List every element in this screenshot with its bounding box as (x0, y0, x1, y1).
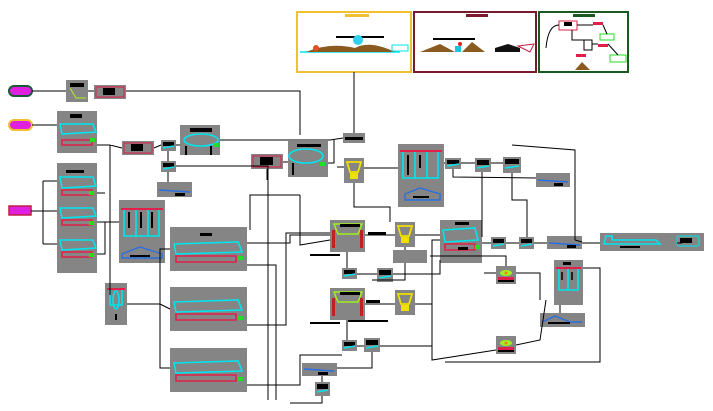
screen-green-1[interactable] (330, 220, 365, 252)
pump-2[interactable] (161, 161, 176, 172)
conveyor-1[interactable] (94, 85, 126, 99)
feed-3[interactable] (8, 205, 32, 216)
thickener-small-1[interactable] (157, 182, 192, 197)
pump-9[interactable] (377, 268, 393, 282)
conveyor-3[interactable] (251, 154, 283, 169)
label-bars (310, 232, 468, 324)
pump-1[interactable] (161, 140, 176, 151)
label-box-1[interactable] (343, 133, 365, 143)
thickener-small-5[interactable] (302, 363, 337, 376)
hydrocyclone-1[interactable] (180, 125, 220, 155)
tank-gray-1[interactable] (393, 250, 427, 263)
washer-4[interactable] (440, 220, 482, 263)
thickener-small-3[interactable] (547, 236, 582, 249)
pump-4[interactable] (475, 158, 491, 172)
thickener-small-2[interactable] (536, 173, 570, 187)
pump-6[interactable] (491, 237, 506, 249)
final-product-unit[interactable] (600, 233, 704, 251)
pump-8[interactable] (342, 268, 357, 279)
pump-12[interactable] (315, 382, 330, 396)
connectors (31, 72, 682, 404)
feed-1[interactable] (8, 85, 33, 97)
washer-bank-2[interactable] (170, 287, 247, 331)
pump-10[interactable] (342, 340, 357, 351)
pump-5[interactable] (503, 157, 521, 173)
agitator-2[interactable] (496, 336, 516, 354)
flotation-bank-2[interactable] (119, 200, 165, 263)
feed-2[interactable] (8, 119, 33, 131)
pump-7[interactable] (519, 237, 534, 249)
screen-unit-1[interactable] (66, 80, 88, 102)
filter-yellow-3[interactable] (395, 290, 415, 315)
pump-3[interactable] (445, 158, 461, 169)
pump-11[interactable] (364, 338, 380, 352)
conveyor-2[interactable] (122, 141, 154, 155)
flotation-bank-1[interactable] (398, 144, 444, 207)
washer-bank-3[interactable] (170, 348, 247, 392)
equipment-blocks (57, 80, 704, 396)
washer-1[interactable] (57, 111, 98, 153)
agitator-1[interactable] (496, 266, 516, 284)
thickener-small-4[interactable] (540, 313, 585, 327)
washer-2[interactable] (57, 163, 98, 273)
washer-bank-1[interactable] (170, 227, 247, 271)
panel-dewatering[interactable] (296, 11, 412, 73)
hydrocyclone-2[interactable] (288, 141, 328, 177)
column-cell-1[interactable] (105, 283, 127, 325)
flotation-bank-3[interactable] (554, 260, 583, 305)
filter-yellow-2[interactable] (395, 222, 415, 247)
filter-yellow-1[interactable] (344, 158, 364, 183)
screen-green-2[interactable] (330, 288, 365, 320)
panel-stockpile[interactable] (413, 11, 537, 73)
panel-tailings[interactable] (538, 11, 629, 73)
